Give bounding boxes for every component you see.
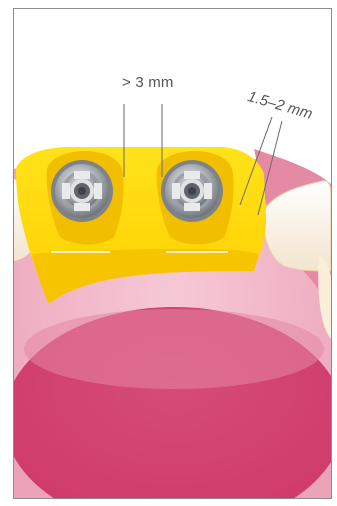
label-min-distance: > 3 mm (122, 75, 174, 90)
figure-frame: > 3 mm 1.5–2 mm (13, 8, 332, 499)
implant-abutment-left-icon (51, 160, 113, 222)
implant-abutment-right-icon (161, 160, 223, 222)
palate-rim (24, 309, 324, 389)
